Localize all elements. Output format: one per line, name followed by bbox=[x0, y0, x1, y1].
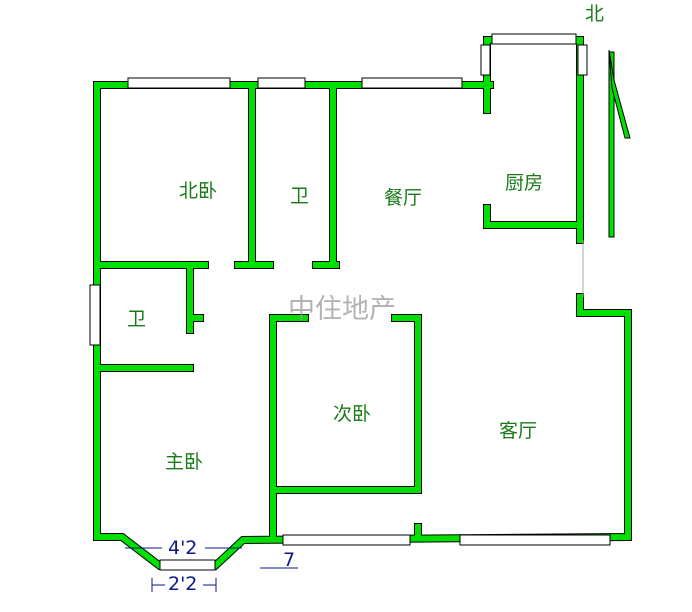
room-label-north-bedroom: 北卧 bbox=[179, 180, 217, 202]
wall-segment bbox=[270, 315, 308, 540]
wall-segment bbox=[269, 314, 309, 541]
room-label-kitchen: 厨房 bbox=[505, 172, 543, 194]
window bbox=[282, 534, 411, 546]
room-label-dining: 餐厅 bbox=[384, 187, 422, 209]
window bbox=[257, 77, 306, 89]
room-label-bathroom-1: 卫 bbox=[290, 185, 309, 207]
window bbox=[361, 77, 463, 89]
room-label-living-room: 客厅 bbox=[499, 420, 537, 442]
watermark: 中住地产 bbox=[288, 294, 396, 325]
room-label-bathroom-2: 卫 bbox=[127, 308, 146, 330]
windows bbox=[89, 33, 611, 571]
wall-segment bbox=[484, 37, 583, 243]
wall-segment bbox=[484, 205, 583, 228]
dimension-entry-mark: 7 bbox=[283, 549, 295, 571]
wall-segment bbox=[270, 315, 421, 493]
room-label-master-bedroom: 主卧 bbox=[165, 451, 203, 473]
dimension-bay-inner: 2'2 bbox=[168, 573, 197, 595]
dimension-bay-outer: 4'2 bbox=[168, 537, 197, 559]
window bbox=[491, 33, 577, 45]
room-label-second-bedroom: 次卧 bbox=[333, 403, 371, 425]
wall-segment bbox=[483, 36, 584, 244]
window bbox=[459, 534, 611, 546]
window bbox=[159, 559, 216, 571]
window bbox=[89, 284, 101, 346]
window bbox=[577, 44, 588, 76]
window bbox=[127, 77, 231, 89]
north-arrow-icon bbox=[608, 49, 631, 238]
walls bbox=[93, 36, 632, 570]
dimension-lines bbox=[125, 547, 298, 592]
window bbox=[480, 44, 491, 76]
north-label: 北 bbox=[585, 3, 604, 25]
